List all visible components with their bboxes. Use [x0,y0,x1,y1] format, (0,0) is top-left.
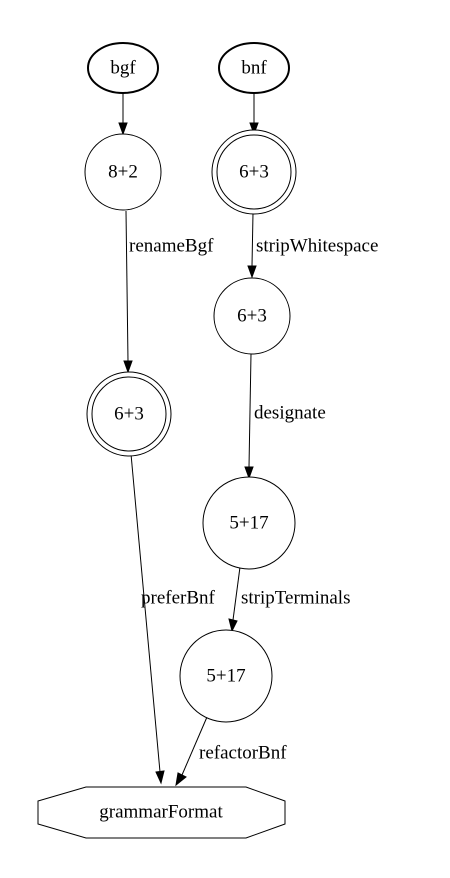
node-bnf-label: bnf [241,58,267,79]
node-bnf-no-terminals-label: 5+17 [206,666,245,687]
edge-label-rename-bgf: renameBgf [129,236,214,257]
edge-label-strip-terminals: stripTerminals [241,588,350,609]
node-bnf-designated[interactable]: 5+17 [202,476,296,570]
edge-strip-whitespace [247,212,257,279]
edge-refactor-bnf [175,716,208,787]
edge-strip-terminals [228,566,241,633]
node-bgf-renamed[interactable]: 6+3 [86,371,172,457]
node-bgf-count[interactable]: 8+2 [84,133,162,211]
edge-prefer-bnf [130,453,165,785]
edge-label-designate: designate [254,403,326,424]
edge-label-strip-whitespace: stripWhitespace [256,236,378,257]
edge-bnf-to-6-3 [249,94,259,136]
edge-designate [244,353,254,480]
node-bnf[interactable]: bnf [218,42,290,94]
node-bnf-count-label: 6+3 [239,162,269,183]
node-grammar-format[interactable]: grammarFormat [37,786,286,839]
node-bnf-stripped[interactable]: 6+3 [213,277,291,355]
node-bnf-no-terminals[interactable]: 5+17 [179,629,273,723]
node-bnf-designated-label: 5+17 [229,513,268,534]
node-bgf[interactable]: bgf [87,42,159,94]
node-bnf-count[interactable]: 6+3 [211,129,297,215]
node-bgf-count-label: 8+2 [108,162,138,183]
edge-rename-bgf [123,210,133,374]
edge-label-prefer-bnf: preferBnf [141,588,216,609]
edge-label-refactor-bnf: refactorBnf [199,743,287,764]
node-bnf-stripped-label: 6+3 [237,306,267,327]
edge-bgf-to-8-2 [118,94,128,136]
node-bgf-renamed-label: 6+3 [114,404,144,425]
node-grammar-format-label: grammarFormat [99,802,223,823]
node-bgf-label: bgf [110,58,136,79]
